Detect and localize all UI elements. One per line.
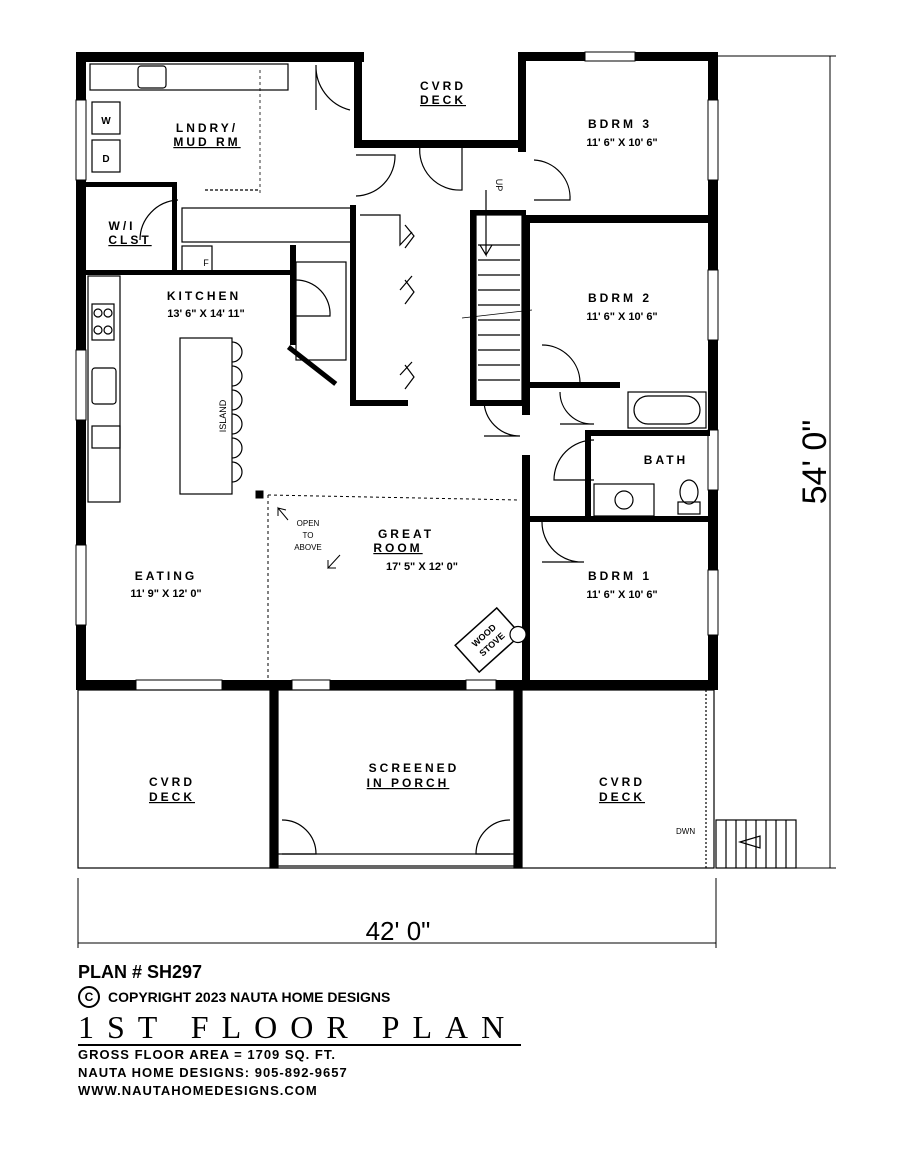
island-label: ISLAND (218, 399, 228, 432)
stair-up-label: UP (494, 179, 504, 192)
kitchen-fixtures (87, 245, 347, 503)
cvrd-deck-top-label-1: CVRD (420, 79, 466, 93)
title-block: PLAN # SH297 C COPYRIGHT 2023 NAUTA HOME… (78, 962, 538, 1100)
screened-label-1: SCREENED (369, 761, 460, 775)
bdrm2-label: BDRM 2 (588, 291, 652, 305)
great-room-size: 17' 5" X 12' 0" (386, 561, 458, 573)
bdrm2-size: 11' 6" X 10' 6" (586, 311, 657, 323)
dimension-lines (77, 55, 836, 948)
open-label-1: OPEN (297, 519, 320, 528)
washer-label: W (101, 116, 111, 127)
stair-and-closets (360, 190, 533, 406)
bdrm3-label: BDRM 3 (588, 117, 652, 131)
door-swings (139, 64, 595, 563)
open-label-2: TO (303, 531, 314, 540)
cvrd-deck-left-label-2: DECK (149, 790, 195, 804)
gross-floor-area: GROSS FLOOR AREA = 1709 SQ. FT. (78, 1047, 336, 1062)
cvrd-deck-top-label-2: DECK (420, 93, 466, 107)
bath-fixtures (593, 391, 707, 517)
width-dimension: 42' 0" (366, 916, 431, 946)
depth-dimension: 54' 0" (796, 420, 834, 505)
kitchen-label: KITCHEN (167, 289, 241, 303)
eating-size: 11' 9" X 12' 0" (130, 588, 201, 600)
lndry-label-2: MUD RM (173, 135, 240, 149)
eating-label: EATING (135, 569, 197, 583)
website-link[interactable]: WWW.NAUTAHOMEDESIGNS.COM (78, 1083, 318, 1098)
wi-clst-label-1: W/I (109, 219, 136, 233)
copyright-text: COPYRIGHT 2023 NAUTA HOME DESIGNS (108, 989, 391, 1005)
cvrd-deck-right-label-2: DECK (599, 790, 645, 804)
wi-clst-label-2: CLST (108, 233, 151, 247)
room-labels: CVRD DECK BDRM 3 11' 6" X 10' 6" LNDRY/ … (108, 79, 688, 804)
dryer-label: D (102, 154, 109, 165)
plan-number: PLAN # SH297 (78, 962, 203, 982)
open-to-above (255, 490, 521, 680)
great-room-label-1: GREAT (378, 527, 434, 541)
kitchen-size: 13' 6" X 14' 11" (167, 308, 244, 320)
cvrd-deck-left-label-1: CVRD (149, 775, 195, 789)
laundry-fixtures (89, 63, 353, 243)
screened-label-2: IN PORCH (367, 776, 450, 790)
windows (75, 51, 719, 691)
bdrm1-size: 11' 6" X 10' 6" (586, 589, 657, 601)
open-label-3: ABOVE (294, 543, 322, 552)
lndry-label-1: LNDRY/ (176, 121, 238, 135)
copyright-line: C COPYRIGHT 2023 NAUTA HOME DESIGNS (78, 986, 538, 1008)
bath-label: BATH (644, 453, 688, 467)
floor-plan: W D F ISLAND UP (75, 51, 836, 948)
bdrm3-size: 11' 6" X 10' 6" (586, 137, 657, 149)
stair-down-label: DWN (676, 827, 695, 836)
porch-structure (77, 689, 797, 869)
copyright-icon: C (78, 986, 100, 1008)
fridge-label: F (203, 258, 209, 268)
plan-title: 1ST FLOOR PLAN (78, 1010, 522, 1046)
phone-line: NAUTA HOME DESIGNS: 905-892-9657 (78, 1065, 348, 1080)
cvrd-deck-right-label-1: CVRD (599, 775, 645, 789)
bdrm1-label: BDRM 1 (588, 569, 652, 583)
wood-stove: WOOD STOVE (454, 606, 527, 674)
great-room-label-2: ROOM (373, 541, 422, 555)
